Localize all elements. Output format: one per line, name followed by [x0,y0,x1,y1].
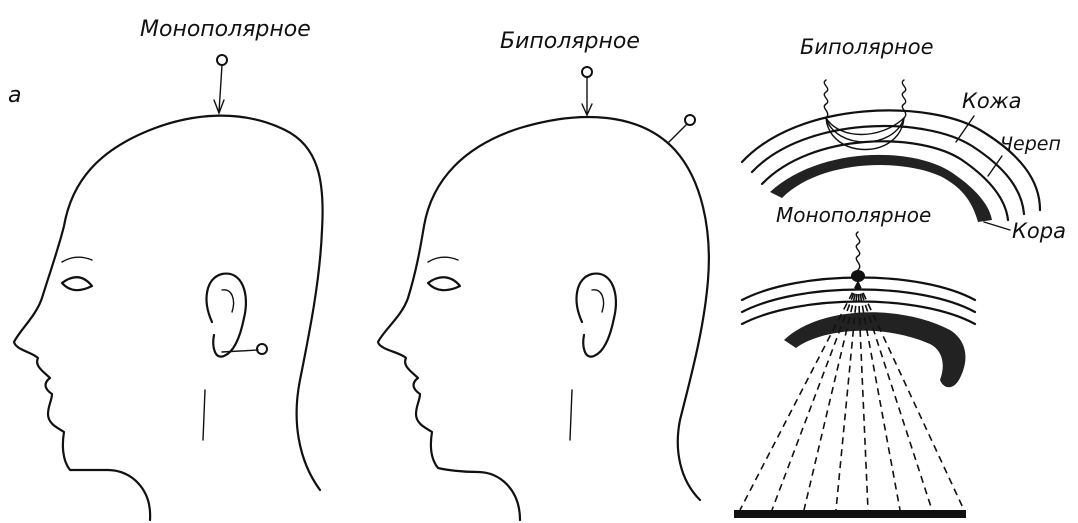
right-bottom-section: Монополярное [734,203,975,518]
right-bottom-label: Монополярное [776,203,931,227]
middle-head: Биполярное [378,29,709,520]
scalp-electrode-2 [668,115,695,143]
cortex-label: Кора [1012,219,1066,243]
scalp-electrode-1 [582,67,592,115]
scalp-electrode [214,55,227,113]
eye [428,277,460,290]
electrode-wire-1 [824,80,827,118]
eye [62,277,92,290]
left-head: Монополярное [14,17,323,520]
middle-head-label: Биполярное [500,29,640,54]
panel-letter: a [8,83,21,108]
ear [577,274,616,357]
skull-label: Череп [1000,133,1061,155]
electrode-wire-2 [902,80,905,118]
ear [207,274,246,357]
electrode-wire [856,232,859,270]
right-top-label: Биполярное [800,35,934,59]
cortex-layer [784,312,965,387]
head-outline [378,117,709,520]
left-head-label: Монополярное [140,17,311,42]
ground-plate [734,510,966,518]
skin-label: Кожа [962,89,1022,113]
head-outline [14,116,323,520]
